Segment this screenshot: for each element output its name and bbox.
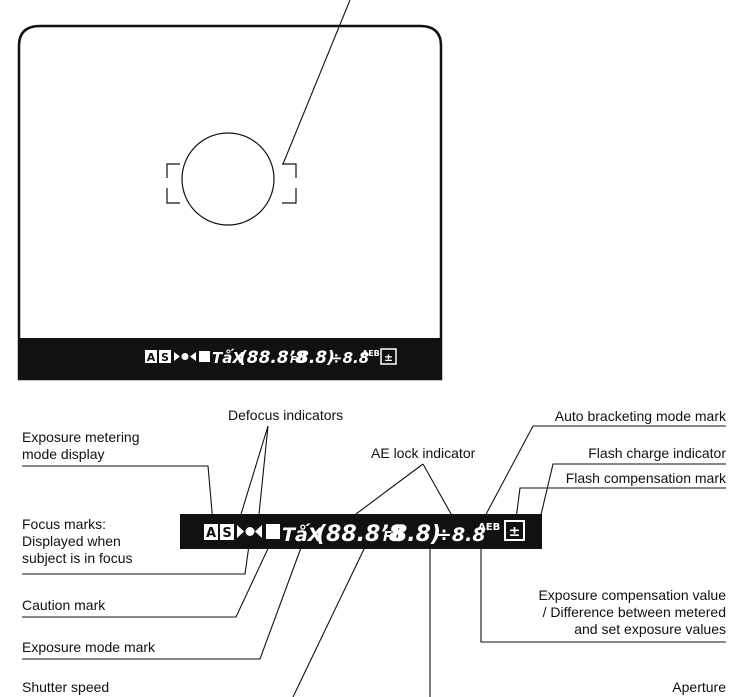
f-mark: F (290, 355, 297, 366)
aeb-mark: AEB (362, 349, 380, 358)
enlarged-display-strip: A S TǻX (88.8’8 F 8.8) ÷8.8 AEB ± (180, 514, 542, 549)
defocus-right-arrow (174, 352, 180, 361)
af-frame-brackets (166, 163, 297, 204)
focus-dot (181, 353, 189, 360)
label-caution: Caution mark (22, 597, 106, 613)
label-focus-3: subject is in focus (22, 550, 133, 566)
viewfinder-display-strip (19, 338, 441, 379)
label-comp-2: / Difference between metered (543, 604, 726, 620)
label-comp-1: Exposure compensation value (538, 587, 726, 603)
label-shutter: Shutter speed (22, 679, 109, 695)
spot-circle-leader (282, 0, 351, 165)
metering-s-glyph-large: S (222, 526, 231, 541)
caution-mark (199, 351, 210, 362)
flash-comp-box-large (504, 520, 525, 541)
metering-s-box-large (220, 524, 234, 540)
compensation-digits: ÷8.8 (330, 349, 369, 367)
metering-s-box (159, 350, 171, 363)
label-metering-2: mode display (22, 446, 105, 462)
f-mark-large: F (383, 530, 392, 545)
label-defocus: Defocus indicators (228, 407, 343, 423)
defocus-left-arrow (190, 352, 196, 361)
metering-a-box-large (204, 524, 218, 540)
compensation-digits-large: ÷8.8 (436, 524, 486, 546)
spot-metering-circle (181, 132, 275, 226)
leader-lines (22, 425, 726, 697)
label-flash-comp: Flash compensation mark (566, 470, 727, 486)
top-strip-readout: A S TǻX (88.8’8 F 8.8) ÷8.8 AEB ± (145, 348, 397, 368)
label-exposure-mode: Exposure mode mark (22, 639, 156, 655)
exposure-mode-glyphs: TǻX (212, 348, 245, 367)
exposure-mode-glyphs-large: TǻX (282, 522, 324, 546)
focus-dot-large (245, 527, 255, 536)
label-aperture: Aperture (672, 679, 726, 695)
viewfinder-frame (17, 24, 443, 381)
caution-mark-large (266, 524, 280, 539)
metering-a-glyph-large: A (206, 526, 216, 541)
defocus-left-arrow-large (255, 525, 262, 538)
shutter-speed-digits: (88.8’8 (239, 348, 307, 368)
label-ae-lock: AE lock indicator (371, 445, 476, 461)
flash-comp-glyph: ± (384, 351, 393, 364)
flash-comp-glyph-large: ± (509, 524, 521, 540)
shutter-speed-digits-large: (88.8’8 (316, 522, 404, 547)
label-metering-1: Exposure metering (22, 429, 140, 445)
aperture-digits-large: 8.8) (392, 522, 441, 547)
aeb-mark-large: AEB (478, 522, 500, 533)
defocus-right-arrow-large (237, 525, 244, 538)
label-comp-3: and set exposure values (574, 621, 726, 637)
metering-a-glyph: A (147, 351, 156, 364)
metering-a-box (145, 350, 157, 363)
aperture-digits: 8.8) (297, 348, 335, 368)
label-auto-bracketing: Auto bracketing mode mark (555, 408, 727, 424)
label-flash-charge: Flash charge indicator (588, 445, 726, 461)
label-focus-1: Focus marks: (22, 516, 106, 532)
label-focus-2: Displayed when (22, 533, 121, 549)
metering-s-glyph: S (161, 351, 169, 364)
flash-comp-box (380, 348, 397, 365)
